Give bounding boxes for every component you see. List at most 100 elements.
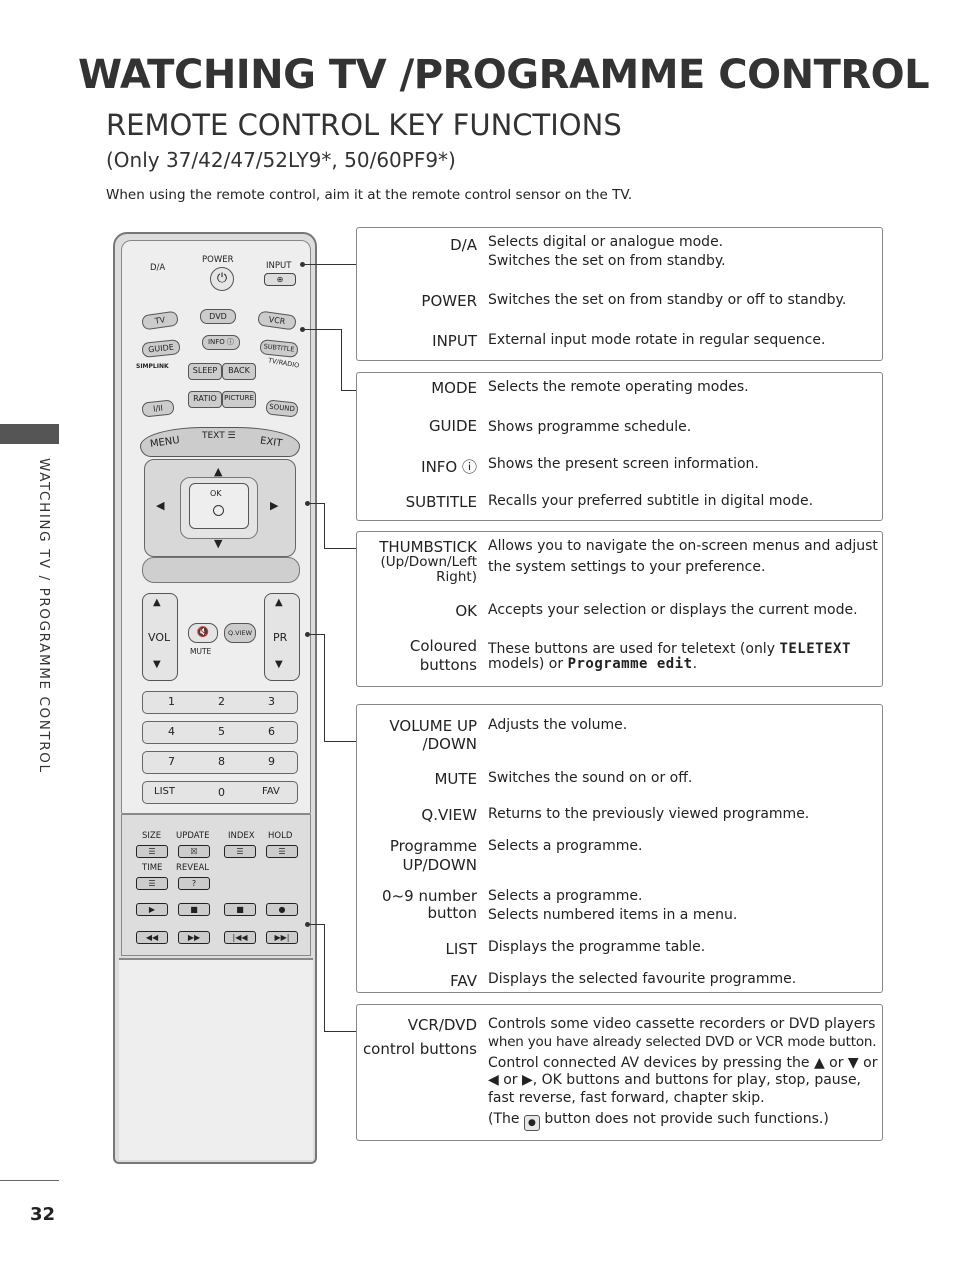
coloured-buttons bbox=[142, 557, 300, 583]
intro-text: When using the remote control, aim it at… bbox=[106, 187, 633, 203]
tvradio-label: TV/RADIO bbox=[267, 356, 300, 370]
connector-line-3a bbox=[307, 503, 325, 504]
connector-line-4c bbox=[324, 741, 356, 742]
desc-vcr-3: Control connected AV devices by pressing… bbox=[488, 1055, 878, 1071]
connector-line-1 bbox=[302, 264, 356, 265]
record-icon: ● bbox=[266, 903, 298, 916]
text-button: TEXT ☰ bbox=[202, 431, 236, 441]
connector-line-5c bbox=[324, 1031, 356, 1032]
key-6: 6 bbox=[268, 725, 275, 738]
ok-dot-icon bbox=[213, 505, 224, 516]
pr-rocker bbox=[264, 593, 300, 681]
connector-line-3c bbox=[324, 548, 356, 549]
label-thumbstick: THUMBSTICK bbox=[379, 538, 477, 556]
time-label: TIME bbox=[142, 863, 163, 873]
desc-guide: Shows programme schedule. bbox=[488, 419, 692, 435]
simplink-logo: SIMPLINK bbox=[136, 363, 169, 370]
connector-line-2c bbox=[341, 390, 356, 391]
vol-rocker bbox=[142, 593, 178, 681]
label-number-2: button bbox=[427, 904, 477, 922]
desc-thumbstick-2: the system settings to your preference. bbox=[488, 559, 766, 575]
connector-line-2a bbox=[302, 329, 342, 330]
desc-vcr-6: (The ● button does not provide such func… bbox=[488, 1111, 829, 1131]
callout-mode-group: MODE Selects the remote operating modes.… bbox=[356, 372, 883, 521]
desc-vcr-2: when you have already selected DVD or VC… bbox=[488, 1034, 877, 1050]
label-thumbstick-sub1: (Up/Down/Left bbox=[380, 554, 477, 570]
callout-volume-group: VOLUME UP /DOWN Adjusts the volume. MUTE… bbox=[356, 704, 883, 993]
update-label: UPDATE bbox=[176, 831, 210, 841]
label-thumbstick-sub2: Right) bbox=[436, 569, 477, 585]
reveal-button: ? bbox=[178, 877, 210, 890]
label-mode: MODE bbox=[431, 379, 477, 397]
connector-line-3b bbox=[324, 503, 325, 549]
label-guide: GUIDE bbox=[428, 417, 477, 435]
key-7: 7 bbox=[168, 755, 175, 768]
keypad-row-4 bbox=[142, 781, 298, 804]
desc-coloured-2: models) or Programme edit. bbox=[488, 656, 697, 672]
update-button: ☒ bbox=[178, 845, 210, 858]
hold-button: ☰ bbox=[266, 845, 298, 858]
key-5: 5 bbox=[218, 725, 225, 738]
label-volume-2: /DOWN bbox=[422, 735, 477, 753]
play-icon: ▶ bbox=[136, 903, 168, 916]
remote-lower-body bbox=[119, 958, 313, 1160]
ok-label: OK bbox=[210, 489, 222, 498]
subtitle-button: SUBTITLE bbox=[259, 339, 299, 358]
skip-forward-icon: ▶▶| bbox=[266, 931, 298, 944]
teletext-term: TELETEXT bbox=[779, 641, 851, 657]
size-button: ☰ bbox=[136, 845, 168, 858]
vol-up-icon: ▲ bbox=[153, 597, 161, 608]
desc-coloured-2-end: . bbox=[692, 656, 698, 672]
desc-vcr-6b: button does not provide such functions.) bbox=[544, 1111, 829, 1127]
desc-input: External input mode rotate in regular se… bbox=[488, 332, 826, 348]
key-4: 4 bbox=[168, 725, 175, 738]
label-programme: Programme bbox=[389, 837, 477, 855]
label-programme-2: UP/DOWN bbox=[402, 856, 478, 874]
label-mute: MUTE bbox=[434, 770, 477, 788]
label-list: LIST bbox=[445, 940, 477, 958]
record-button-icon: ● bbox=[523, 1115, 540, 1131]
label-da: D/A bbox=[450, 236, 477, 254]
list-button: LIST bbox=[154, 786, 175, 797]
arrow-left-icon: ◀ bbox=[156, 499, 165, 512]
label-coloured: Coloured bbox=[409, 637, 477, 655]
callout-power-group: D/A Selects digital or analogue mode. Sw… bbox=[356, 227, 883, 361]
desc-power: Switches the set on from standby or off … bbox=[488, 292, 847, 308]
mute-label: MUTE bbox=[190, 647, 212, 656]
tv-button: TV bbox=[141, 310, 179, 331]
side-label: WATCHING TV / PROGRAMME CONTROL bbox=[36, 458, 52, 774]
label-control-buttons: control buttons bbox=[362, 1040, 477, 1058]
connector-line-5b bbox=[324, 924, 325, 1032]
desc-da-2: Switches the set on from standby. bbox=[488, 253, 726, 269]
label-fav: FAV bbox=[450, 972, 477, 990]
guide-button: GUIDE bbox=[141, 339, 181, 358]
label-ok: OK bbox=[455, 602, 477, 620]
ratio-button: RATIO bbox=[188, 391, 222, 408]
side-tab-marker bbox=[0, 424, 59, 444]
connector-line-2b bbox=[341, 329, 342, 391]
key-0: 0 bbox=[218, 786, 225, 799]
label-subtitle: SUBTITLE bbox=[405, 493, 477, 511]
desc-coloured-1-text: These buttons are used for teletext (onl… bbox=[488, 641, 775, 657]
pr-up-icon: ▲ bbox=[275, 597, 283, 608]
picture-button: PICTURE bbox=[222, 391, 256, 408]
fav-button: FAV bbox=[262, 786, 280, 797]
da-button: D/A bbox=[150, 263, 166, 273]
input-icon: ⊕ bbox=[264, 273, 296, 286]
vcr-button: VCR bbox=[257, 310, 297, 331]
desc-coloured-1: These buttons are used for teletext (onl… bbox=[488, 641, 851, 657]
stop-icon: ■ bbox=[178, 903, 210, 916]
back-button: BACK bbox=[222, 363, 256, 380]
label-input: INPUT bbox=[432, 332, 477, 350]
info-button: INFO ⓘ bbox=[202, 335, 240, 350]
arrow-right-icon: ▶ bbox=[270, 499, 279, 512]
pr-label: PR bbox=[273, 631, 288, 644]
desc-coloured-2-text: models) or bbox=[488, 656, 564, 672]
section-title: REMOTE CONTROL KEY FUNCTIONS bbox=[106, 108, 622, 142]
dvd-button: DVD bbox=[200, 309, 236, 324]
index-label: INDEX bbox=[228, 831, 255, 841]
desc-mute: Switches the sound on or off. bbox=[488, 770, 693, 786]
desc-da-1: Selects digital or analogue mode. bbox=[488, 234, 724, 250]
remote-teletext-panel: SIZE UPDATE INDEX HOLD ☰ ☒ ☰ ☰ TIME REVE… bbox=[121, 814, 311, 956]
label-info: INFO ⓘ bbox=[421, 458, 477, 476]
